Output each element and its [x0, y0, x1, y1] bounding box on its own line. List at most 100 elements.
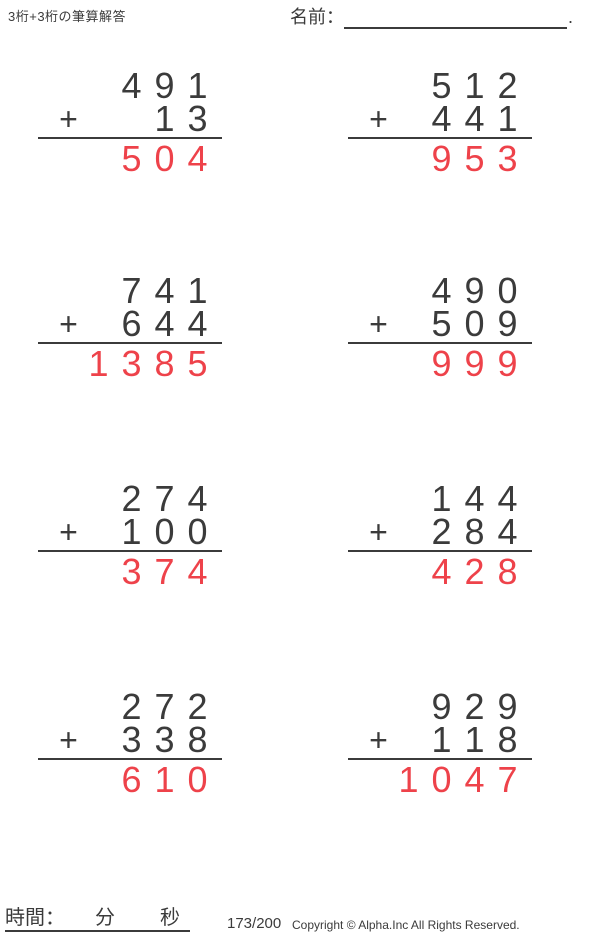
digit-cell: 7 [497, 759, 518, 800]
digit-cell: 0 [187, 759, 208, 800]
digit-cell: 3 [497, 138, 518, 179]
digit-cell [115, 102, 148, 135]
digit-cell: 1 [431, 478, 452, 519]
digit-cell [82, 555, 115, 588]
sum-line [38, 342, 222, 344]
digit-cell: 9 [497, 343, 518, 384]
digit-cell: 4 [497, 478, 518, 519]
plus-sign: + [369, 722, 388, 758]
sum-line [38, 550, 222, 552]
sum-line [348, 137, 532, 139]
digit-cell: 4 [464, 98, 485, 139]
digit-cell [82, 142, 115, 175]
digit-cell: 0 [154, 138, 175, 179]
digit-cell [82, 69, 115, 102]
digit-cell: 9 [431, 138, 452, 179]
digit-cell: 9 [497, 303, 518, 344]
digit-cell: 3 [121, 343, 142, 384]
digit-cell: 1 [154, 759, 175, 800]
digit-cell: 1 [431, 719, 452, 760]
digit-cell: 5 [431, 65, 452, 106]
digit-cell: 1 [88, 343, 109, 384]
plus-sign: + [369, 101, 388, 137]
digit-cell: 4 [464, 478, 485, 519]
time-label: 時間： [5, 907, 65, 929]
plus-sign: + [369, 306, 388, 342]
digit-cell: 2 [187, 686, 208, 727]
digit-cell: 9 [154, 65, 175, 106]
page-number: 173/200 [227, 915, 282, 932]
digit-cell [82, 723, 115, 756]
digit-cell: 8 [154, 343, 175, 384]
digit-cell [82, 274, 115, 307]
digit-cell: 9 [431, 343, 452, 384]
digit-cell [82, 515, 115, 548]
digit-cell: 6 [121, 303, 142, 344]
digit-cell: 3 [121, 719, 142, 760]
digit-cell: 3 [154, 719, 175, 760]
digit-cell: 4 [431, 270, 452, 311]
digit-cell: 4 [154, 303, 175, 344]
digit-cell [392, 102, 425, 135]
time-field: 時間： 分 秒 [5, 906, 190, 932]
sum-line [348, 342, 532, 344]
plus-sign: + [59, 306, 78, 342]
name-blank-line [344, 3, 567, 29]
name-period: . [568, 7, 574, 27]
digit-cell [392, 482, 425, 515]
digit-cell [392, 723, 425, 756]
digit-cell [392, 347, 425, 380]
digit-cell: 4 [154, 270, 175, 311]
digit-cell: 6 [121, 759, 142, 800]
digit-cell: 7 [154, 686, 175, 727]
digit-cell: 0 [187, 511, 208, 552]
digit-cell [82, 482, 115, 515]
digit-cell: 4 [497, 511, 518, 552]
digit-cell: 4 [431, 98, 452, 139]
digit-cell: 8 [497, 551, 518, 592]
digit-cell: 4 [187, 138, 208, 179]
digit-cell: 1 [398, 759, 419, 800]
digit-cell: 2 [464, 551, 485, 592]
digit-cell: 4 [431, 551, 452, 592]
digit-cell: 5 [431, 303, 452, 344]
digit-cell: 1 [154, 98, 175, 139]
digit-cell [82, 307, 115, 340]
